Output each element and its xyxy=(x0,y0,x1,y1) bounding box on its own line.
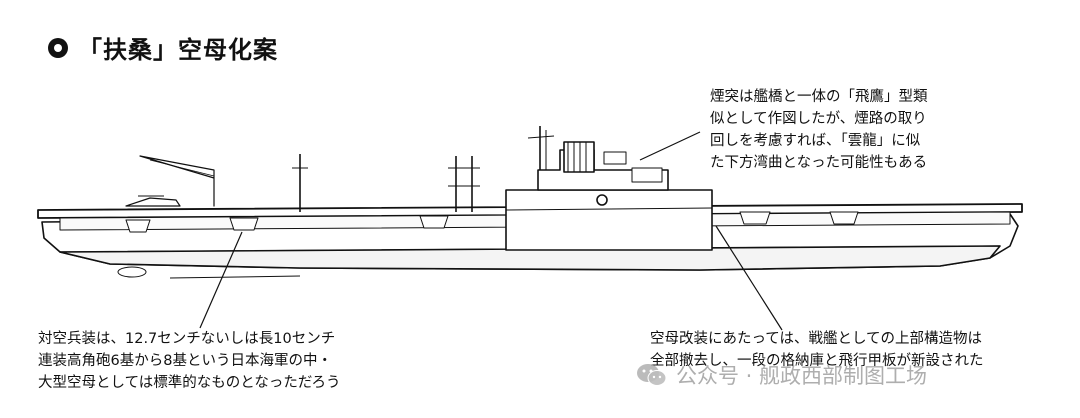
island-mid-line xyxy=(505,207,713,211)
watermark: 公众号 · 舰政西部制图工场 xyxy=(636,360,927,390)
annotation-line: 対空兵装は、12.7センチないしは長10センチ xyxy=(38,331,336,347)
deck-aircraft xyxy=(125,197,181,207)
leader-aa xyxy=(199,231,243,329)
leader-conv xyxy=(715,225,783,331)
anti-air-annotation: 対空兵装は、12.7センチないしは長10センチ 連装高角砲6基から8基という日本… xyxy=(38,328,340,394)
leader-funnel xyxy=(639,131,701,161)
funnel xyxy=(563,141,595,173)
aft-crane xyxy=(139,155,215,207)
watermark-text: 公众号 · 舰政西部制图工场 xyxy=(676,364,928,388)
conversion-annotation: 空母改装にあたっては、戦艦としての上部構造物は 全部撤去し、一段の格納庫と飛行甲… xyxy=(650,328,984,372)
page-title: 「扶桑」空母化案 xyxy=(78,36,278,64)
annotation-line: 煙突は艦橋と一体の「飛鷹」型類 xyxy=(710,89,928,105)
lower-hull xyxy=(59,245,1001,271)
funnel-annotation: 煙突は艦橋と一体の「飛鷹」型類 似として作図したが、煙路の取り 回しを考慮すれば… xyxy=(710,86,928,174)
annotation-line: 連装高角砲6基から8基という日本海軍の中・ xyxy=(38,353,332,369)
ships-boat xyxy=(117,266,147,278)
title-row: 「扶桑」空母化案 xyxy=(48,30,278,65)
island-base xyxy=(505,189,713,251)
annotation-line: 大型空母としては標準的なものとなっただろう xyxy=(38,375,341,391)
annotation-line: 似として作図したが、煙路の取り xyxy=(710,111,927,127)
annotation-line: 回しを考慮すれば、「雲龍」に似 xyxy=(710,133,921,149)
island-porthole xyxy=(596,194,608,206)
filled-circle-bullet-icon xyxy=(48,37,68,58)
annotation-line: た下方湾曲となった可能性もある xyxy=(710,155,928,171)
wechat-logo-icon xyxy=(636,362,668,388)
annotation-line: 空母改装にあたっては、戦艦としての上部構造物は xyxy=(650,331,983,347)
annotation-line: 全部撤去し、一段の格納庫と飛行甲板が新設された xyxy=(650,353,984,369)
bulge-line xyxy=(169,275,301,279)
